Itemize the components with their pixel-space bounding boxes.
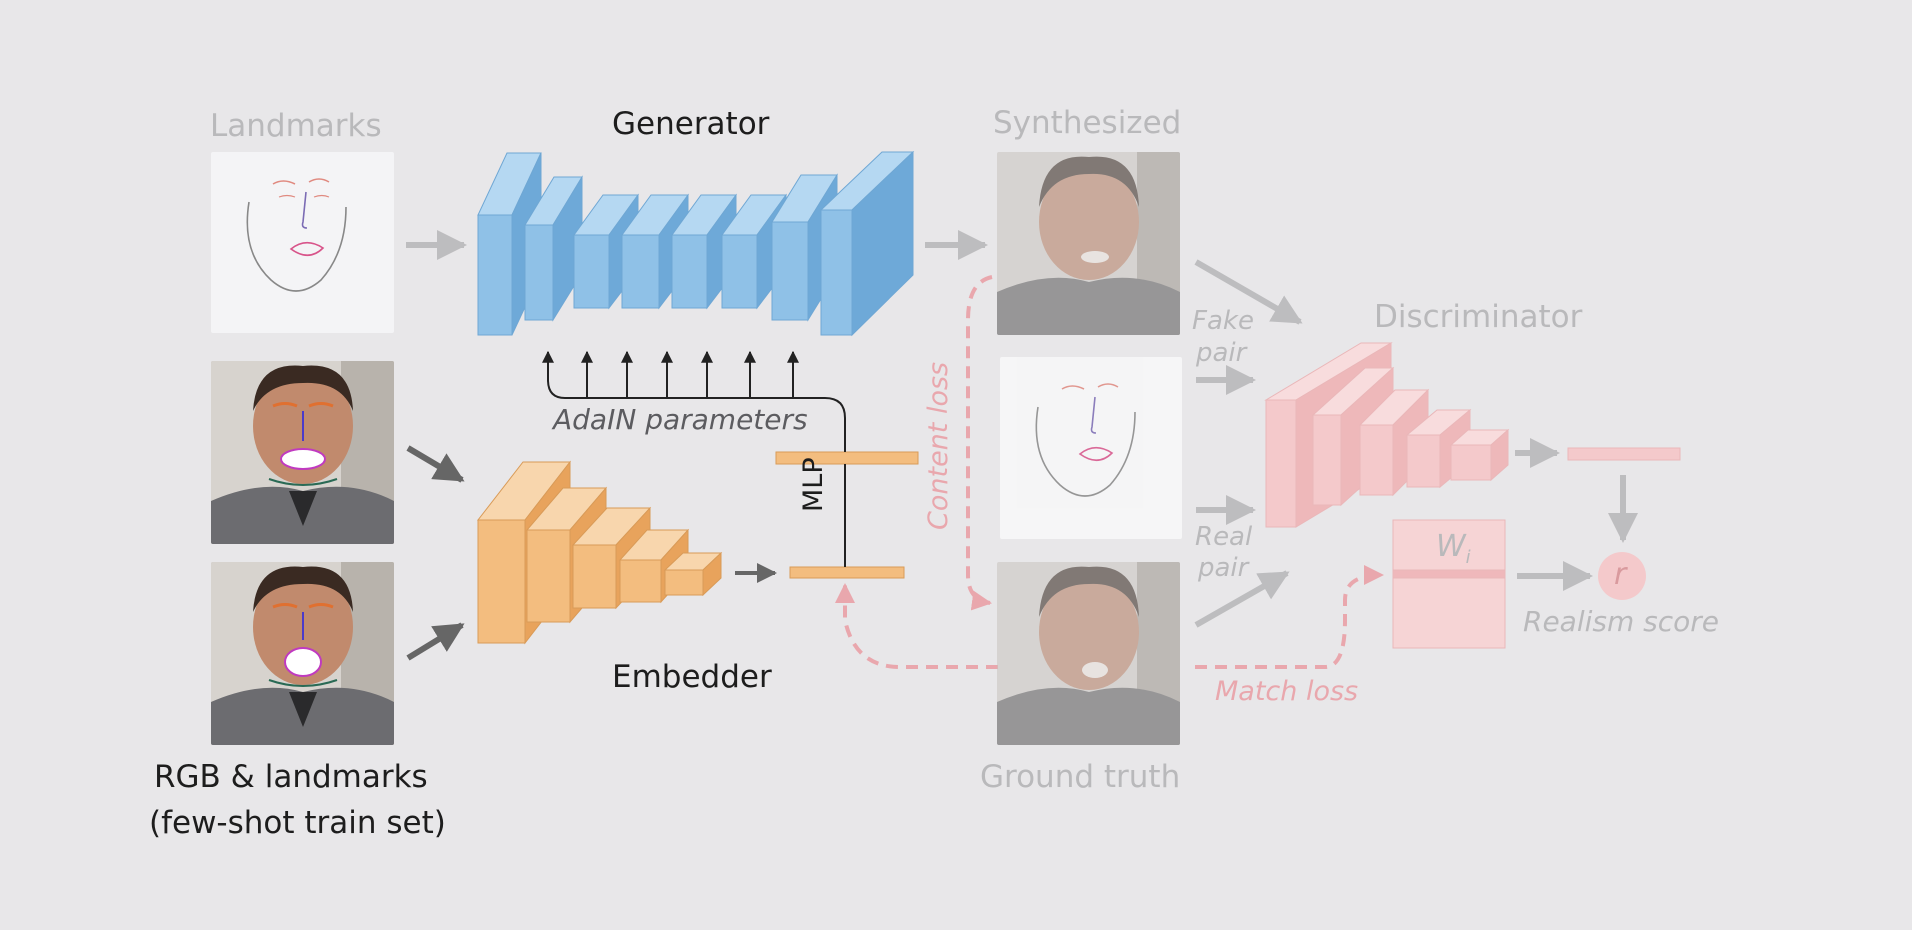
- embedder-network: [476, 460, 723, 645]
- generator-label: Generator: [612, 106, 770, 142]
- mlp-label: MLP: [798, 457, 829, 512]
- fake-pair-label-2: pair: [1196, 338, 1247, 368]
- mlp-input-bar: [789, 566, 905, 579]
- wi-subscript: i: [1465, 547, 1471, 568]
- realism-score-circle: [1598, 552, 1646, 600]
- flow-arrows: [406, 230, 1638, 628]
- real-pair-label-2: pair: [1198, 553, 1249, 583]
- rgb-landmarks-label: RGB & landmarks: [154, 759, 428, 795]
- rgb-landmarks-image-2: [211, 562, 394, 745]
- adain-arrows: [542, 350, 846, 452]
- loss-paths: [835, 275, 1384, 669]
- landmarks-label: Landmarks: [210, 108, 382, 144]
- real-pair-label-1: Real: [1195, 522, 1253, 552]
- mlp-output-bar: [775, 451, 919, 465]
- content-loss-label: Content loss: [923, 361, 954, 530]
- embedder-label: Embedder: [612, 659, 772, 695]
- discriminator-network: [1264, 342, 1510, 528]
- rgb-landmarks-image-1: [211, 361, 394, 544]
- few-shot-train-set-label: (few-shot train set): [149, 805, 446, 841]
- wi-label: Wi: [1436, 532, 1471, 567]
- embedder-input-arrows: [406, 445, 777, 661]
- r-label: r: [1614, 557, 1627, 592]
- wi-letter: W: [1436, 529, 1466, 564]
- wi-matrix: [1392, 519, 1506, 649]
- synthesized-image: [997, 152, 1180, 335]
- match-loss-label: Match loss: [1215, 676, 1359, 707]
- synthesized-label: Synthesized: [993, 105, 1182, 141]
- discriminator-label: Discriminator: [1374, 299, 1583, 335]
- discriminator-output-bar: [1567, 447, 1681, 461]
- realism-score-label: Realism score: [1523, 605, 1720, 638]
- adain-label: AdaIN parameters: [553, 403, 808, 436]
- ground-truth-image: [997, 562, 1180, 745]
- fake-pair-label-1: Fake: [1192, 306, 1254, 336]
- landmarks-sketch-image-2: [1000, 357, 1182, 539]
- ground-truth-label: Ground truth: [980, 759, 1181, 795]
- generator-network: [477, 150, 915, 337]
- landmarks-sketch-image: [211, 152, 394, 333]
